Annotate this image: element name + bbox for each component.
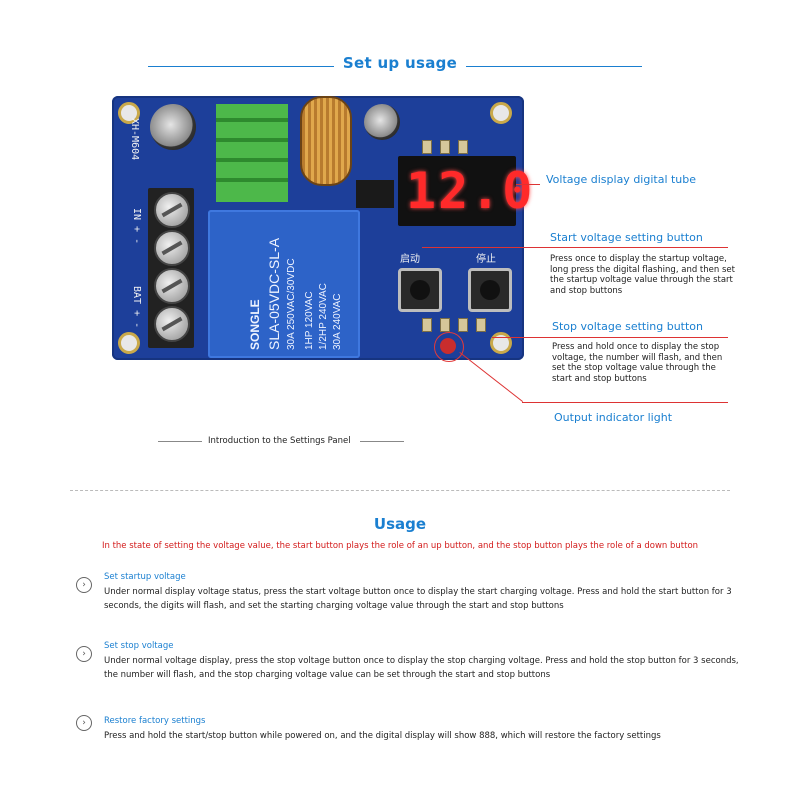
caption-line-left xyxy=(158,441,202,442)
usage-item-title: Set startup voltage xyxy=(104,572,186,582)
usage-item-title: Restore factory settings xyxy=(104,716,206,726)
callout-output-light: Output indicator light xyxy=(554,411,673,424)
capacitor xyxy=(364,104,400,140)
capacitor xyxy=(150,104,196,150)
callout-start-button: Start voltage setting button xyxy=(550,231,703,244)
stop-voltage-button[interactable] xyxy=(468,268,512,312)
usage-item-text: Press and hold the start/stop button whi… xyxy=(104,731,661,741)
mount-hole xyxy=(118,332,140,354)
callout-line xyxy=(422,247,728,248)
display-value: 12.0 xyxy=(406,162,535,220)
usage-item-text: Under normal voltage display, press the … xyxy=(104,656,739,680)
chevron-right-circle-icon: › xyxy=(76,577,92,593)
mount-hole xyxy=(490,102,512,124)
section-divider xyxy=(70,490,730,491)
chevron-right-circle-icon: › xyxy=(76,646,92,662)
heatsink xyxy=(216,104,288,202)
callout-stop-desc: Press and hold once to display the stop … xyxy=(552,342,723,384)
ic-chip xyxy=(356,180,394,208)
panel-caption: Introduction to the Settings Panel xyxy=(208,436,351,446)
caption-line-right xyxy=(360,441,404,442)
start-button-silk: 启动 xyxy=(400,254,420,265)
section-title-setup: Set up usage xyxy=(342,54,458,72)
relay: SONGLE SLA-05VDC-SL-A 30A 250VAC/30VDC 1… xyxy=(208,210,360,358)
callout-line xyxy=(516,184,540,185)
mount-hole xyxy=(490,332,512,354)
header-line-right xyxy=(466,66,642,67)
output-indicator-led xyxy=(440,338,456,354)
usage-item-text: Under normal display voltage status, pre… xyxy=(104,587,732,611)
callout-line xyxy=(522,402,728,403)
voltage-display-tube: 12.0 xyxy=(398,156,532,226)
terminal-block xyxy=(148,188,194,348)
usage-subtitle: In the state of setting the voltage valu… xyxy=(101,541,699,551)
usage-item-title: Set stop voltage xyxy=(104,641,174,651)
output-led-highlight xyxy=(434,332,464,362)
callout-voltage-display: Voltage display digital tube xyxy=(546,173,697,186)
board-model-label: XH-M604 xyxy=(129,118,140,161)
stop-button-silk: 停止 xyxy=(476,254,496,265)
callout-stop-button: Stop voltage setting button xyxy=(552,320,704,333)
mount-hole xyxy=(118,102,140,124)
callout-line xyxy=(492,337,728,338)
board-in-label: IN + - xyxy=(131,208,142,245)
chevron-right-circle-icon: › xyxy=(76,715,92,731)
board-bat-label: BAT + - xyxy=(131,286,142,329)
section-title-usage: Usage xyxy=(373,515,427,533)
inductor-coil xyxy=(300,96,352,186)
callout-start-desc: Press once to display the startup voltag… xyxy=(550,254,735,296)
start-voltage-button[interactable] xyxy=(398,268,442,312)
header-line-left xyxy=(148,66,334,67)
